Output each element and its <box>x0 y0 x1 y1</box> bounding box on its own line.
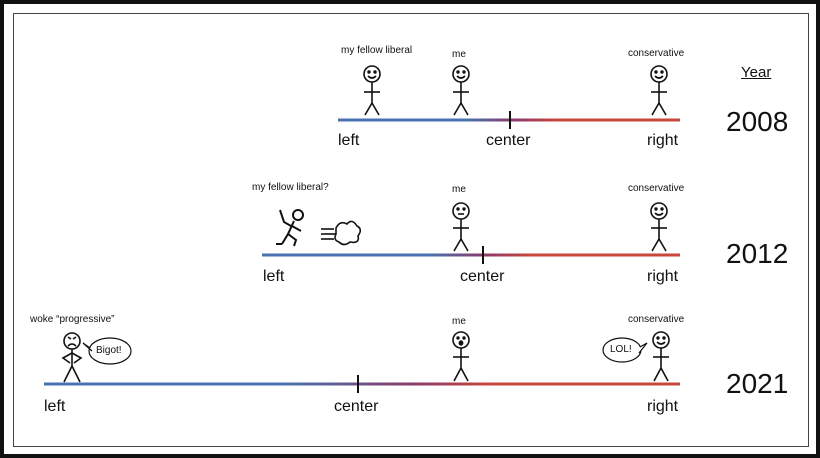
figure-label-liberal-2008: my fellow liberal <box>341 45 413 56</box>
speed-cloud-icon <box>321 220 362 246</box>
stick-figure-conservative-happy-2021 <box>652 331 670 382</box>
axis-center-label-2012: center <box>460 268 505 285</box>
axis-left-label-2021: left <box>44 398 66 415</box>
year-label-2021: 2021 <box>726 368 789 399</box>
image-inner-border <box>13 13 809 447</box>
year-label-2012: 2012 <box>726 238 789 269</box>
axis-right-label-2021: right <box>647 398 679 415</box>
stick-figure-me-happy-2008 <box>452 65 470 116</box>
figure-label-liberal-2012: my fellow liberal? <box>252 182 329 193</box>
axis-center-label-2021: center <box>334 398 379 415</box>
figure-label-me-2021: me <box>452 316 466 327</box>
figure-label-conservative-2008: conservative <box>628 48 685 59</box>
figure-label-me-2012: me <box>452 184 466 195</box>
speech-bubble-lol <box>602 337 648 363</box>
stick-figure-me-surprised-2021 <box>452 331 470 382</box>
stick-figure-liberal-happy <box>363 65 381 116</box>
year-label-2008: 2008 <box>726 106 789 137</box>
axis-left-label-2012: left <box>263 268 285 285</box>
stick-figure-me-neutral-2012 <box>452 202 470 252</box>
stick-figure-conservative-happy-2012 <box>650 202 668 252</box>
year-column-header: Year <box>741 64 772 81</box>
figure-label-me-2008: me <box>452 49 466 60</box>
running-liberal-figure <box>276 209 304 247</box>
speech-text-lol: LOL! <box>610 344 632 355</box>
figure-label-conservative-2012: conservative <box>628 183 685 194</box>
axis-center-label-2008: center <box>486 132 531 149</box>
stick-figure-conservative-happy-2008 <box>650 65 668 116</box>
stick-figure-woke-angry <box>61 332 83 383</box>
figure-label-conservative-2021: conservative <box>628 314 685 325</box>
axis-right-label-2008: right <box>647 132 679 149</box>
axis-left-label-2008: left <box>338 132 360 149</box>
figure-label-woke-2021: woke “progressive” <box>30 314 115 325</box>
speech-text-bigot: Bigot! <box>96 345 122 356</box>
speech-bubble-bigot <box>82 337 132 365</box>
axis-right-label-2012: right <box>647 268 679 285</box>
